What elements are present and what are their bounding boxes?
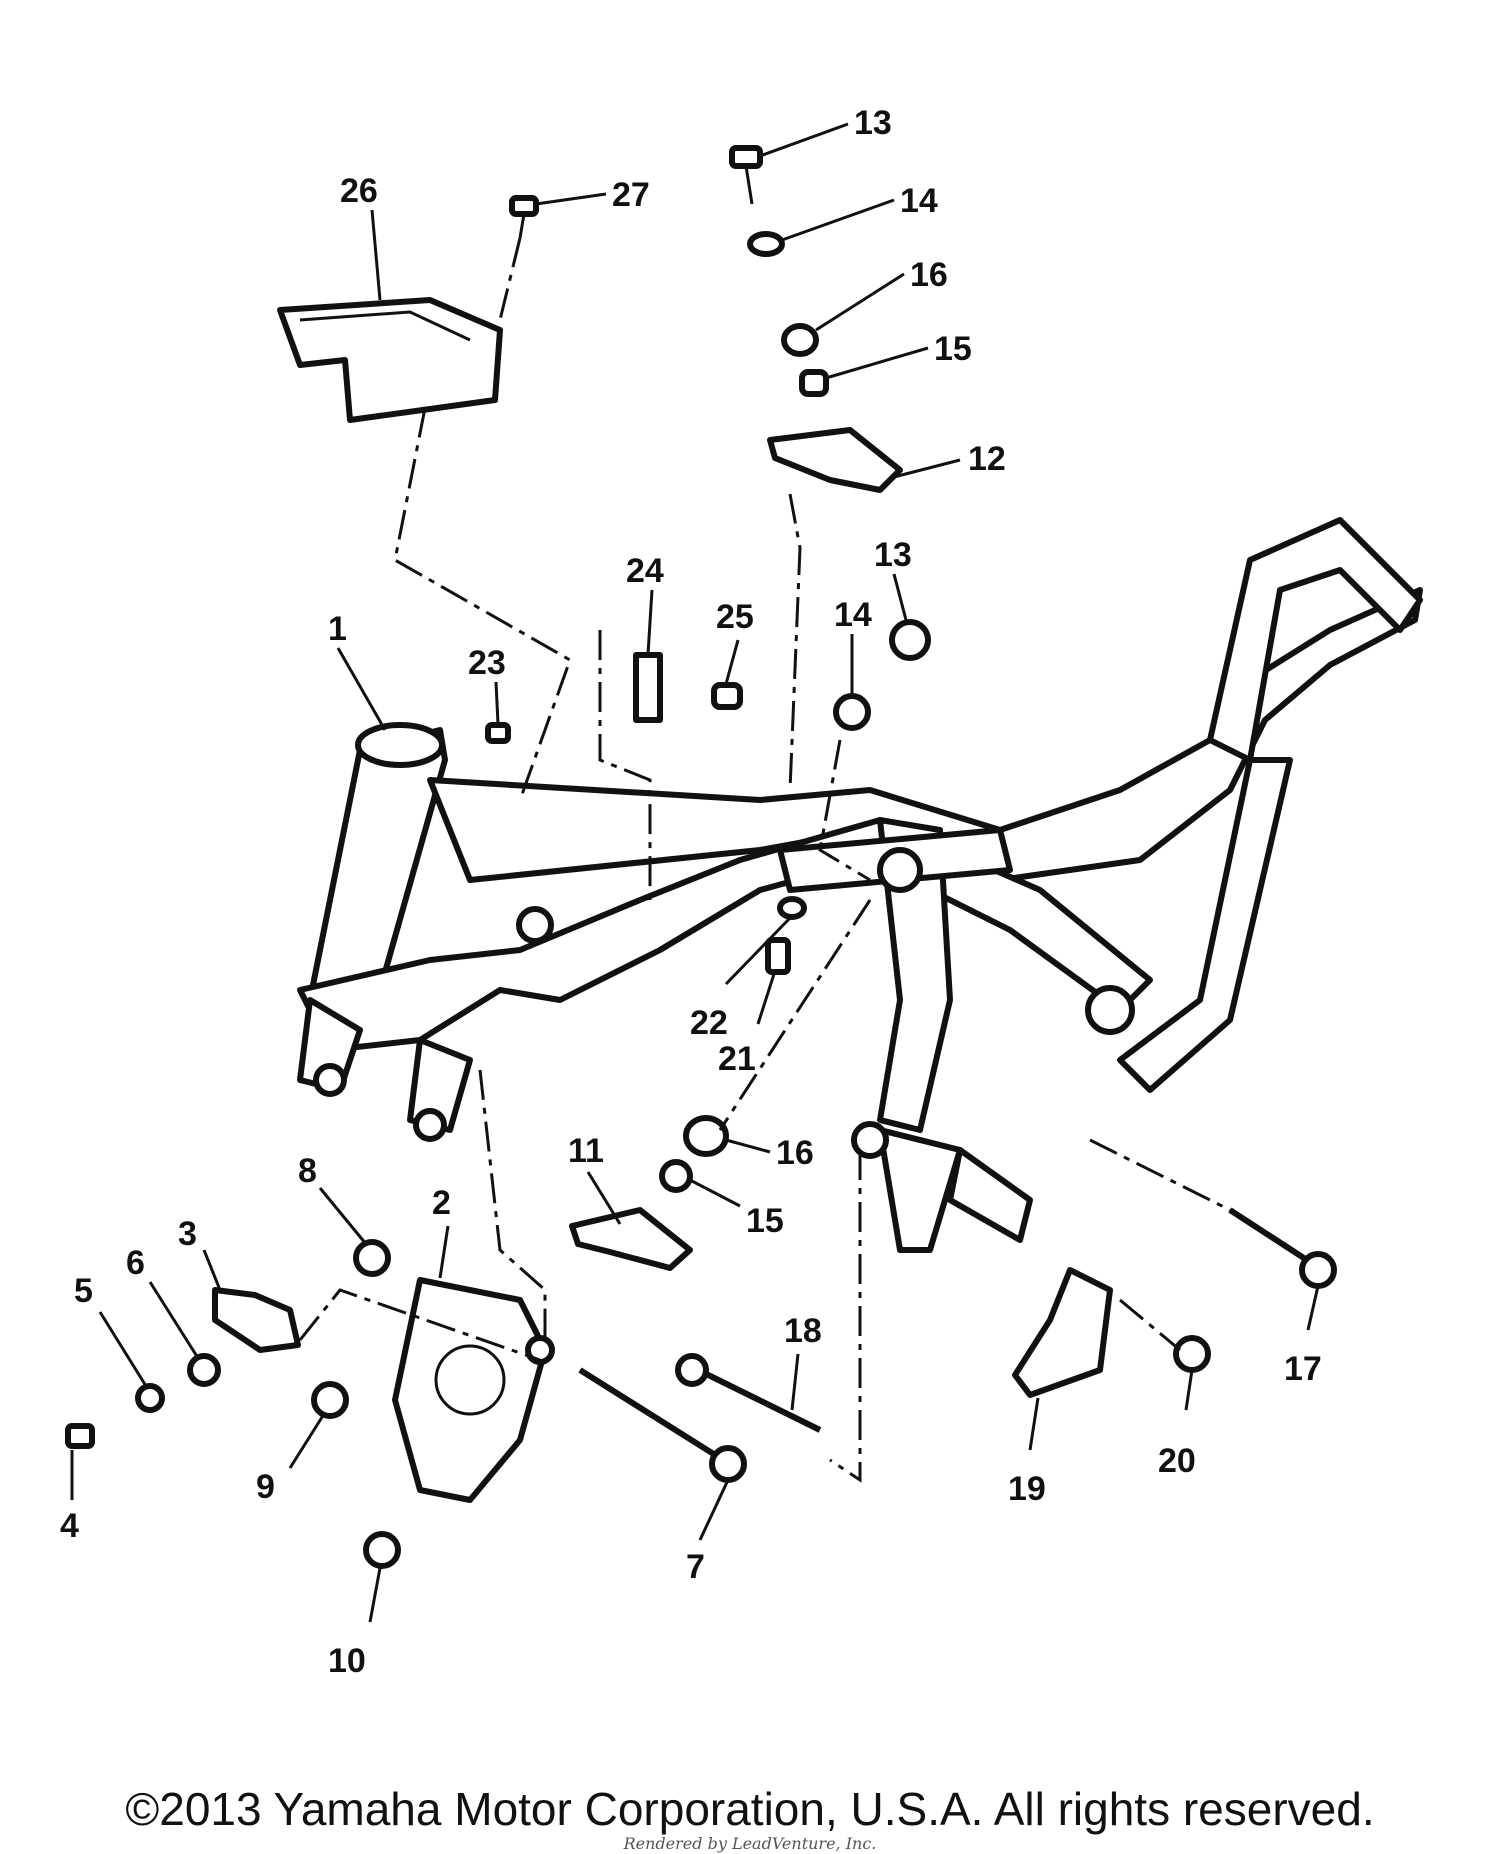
callout-7: 7 [686,1548,705,1586]
callout-13: 13 [854,104,892,142]
callout-8: 8 [298,1152,317,1190]
callout-18: 18 [784,1312,822,1350]
callout-9: 9 [256,1468,275,1506]
callout-4: 4 [60,1507,79,1545]
callout-16: 16 [910,256,948,294]
part-shapes [65,145,1337,1569]
callout-labels: 1 2 3 4 5 6 7 8 9 10 11 12 13 14 15 16 1 [60,104,1322,1680]
callout-21: 21 [718,1040,756,1078]
callout-2: 2 [432,1184,451,1222]
callout-20: 20 [1158,1442,1196,1480]
callout-19: 19 [1008,1470,1046,1508]
watermark-text: Rendered by LeadVenture, Inc. [623,1834,877,1853]
callout-14-b: 14 [834,596,872,634]
assembly-lines [298,237,1231,1483]
callout-14: 14 [900,182,938,220]
callout-6: 6 [126,1244,145,1282]
callout-16-b: 16 [776,1134,814,1172]
callout-13-b: 13 [874,536,912,574]
callout-17: 17 [1284,1350,1322,1388]
callout-10: 10 [328,1642,366,1680]
callout-22: 22 [690,1004,728,1042]
callout-1: 1 [328,610,347,648]
callout-15: 15 [934,330,972,368]
callout-11: 11 [568,1132,604,1170]
callout-27: 27 [612,176,650,214]
callout-25: 25 [716,598,754,636]
copyright-notice: ©2013 Yamaha Motor Corporation, U.S.A. A… [125,1783,1375,1835]
callout-5: 5 [74,1272,93,1310]
callout-3: 3 [178,1215,197,1253]
callout-23: 23 [468,644,506,682]
callout-15-b: 15 [746,1202,784,1240]
callout-24: 24 [626,552,664,590]
callout-26: 26 [340,172,378,210]
frame-assembly [297,517,1423,1253]
callout-12: 12 [968,440,1006,478]
